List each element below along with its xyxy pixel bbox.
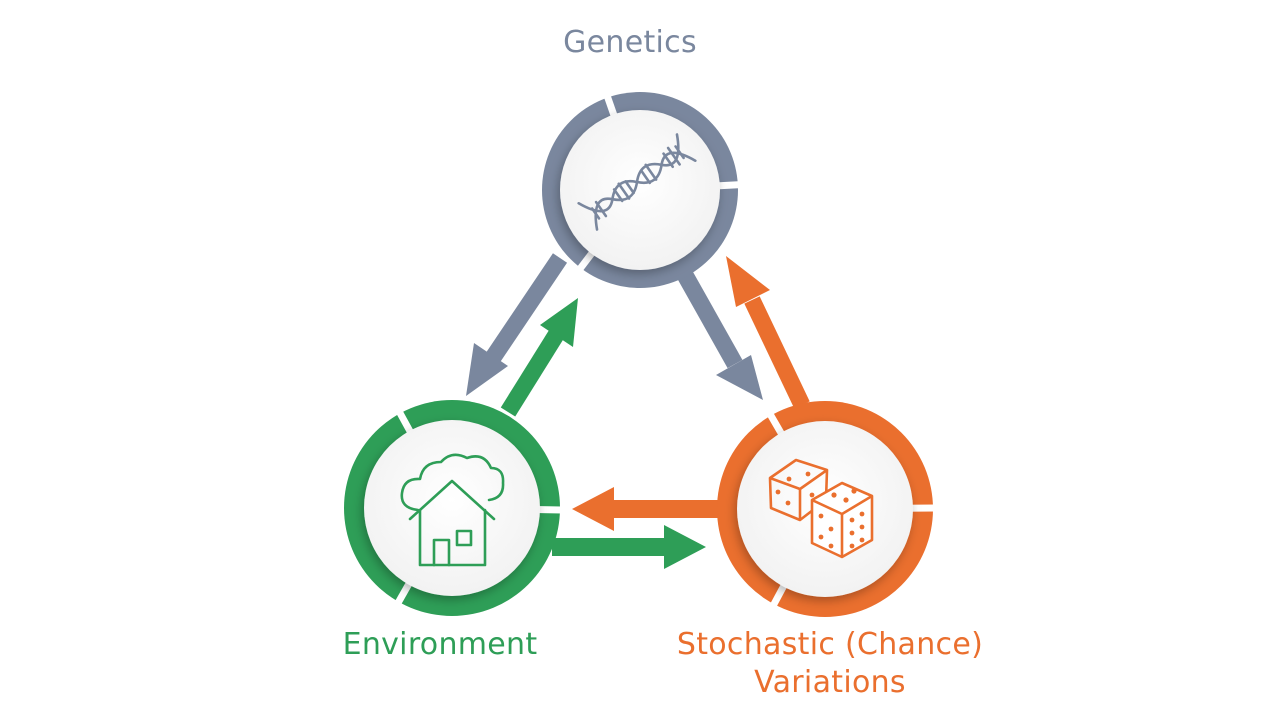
dna-icon xyxy=(577,133,697,231)
environment-node xyxy=(344,400,563,616)
dice-icon xyxy=(768,458,874,559)
genetics-label: Genetics xyxy=(563,25,697,60)
environment-disc xyxy=(364,420,540,596)
arrow-genetics-to-stochastic xyxy=(677,270,763,400)
stochastic-label-line2: Variations xyxy=(754,665,906,700)
house-cloud-icon xyxy=(400,453,505,567)
stochastic-label: Stochastic (Chance) Variations xyxy=(640,626,1020,702)
genetics-disc xyxy=(560,110,720,270)
arrow-genetics-to-environment xyxy=(466,253,568,396)
arrow-stochastic-to-environment xyxy=(572,487,720,531)
arrow-environment-to-stochastic xyxy=(552,525,706,569)
environment-label: Environment xyxy=(342,627,538,662)
genetics-node xyxy=(542,79,753,288)
arrow-environment-to-genetics xyxy=(500,298,578,417)
stochastic-node xyxy=(717,401,937,617)
arrow-stochastic-to-genetics xyxy=(726,256,810,409)
stochastic-label-line1: Stochastic (Chance) xyxy=(676,627,984,662)
